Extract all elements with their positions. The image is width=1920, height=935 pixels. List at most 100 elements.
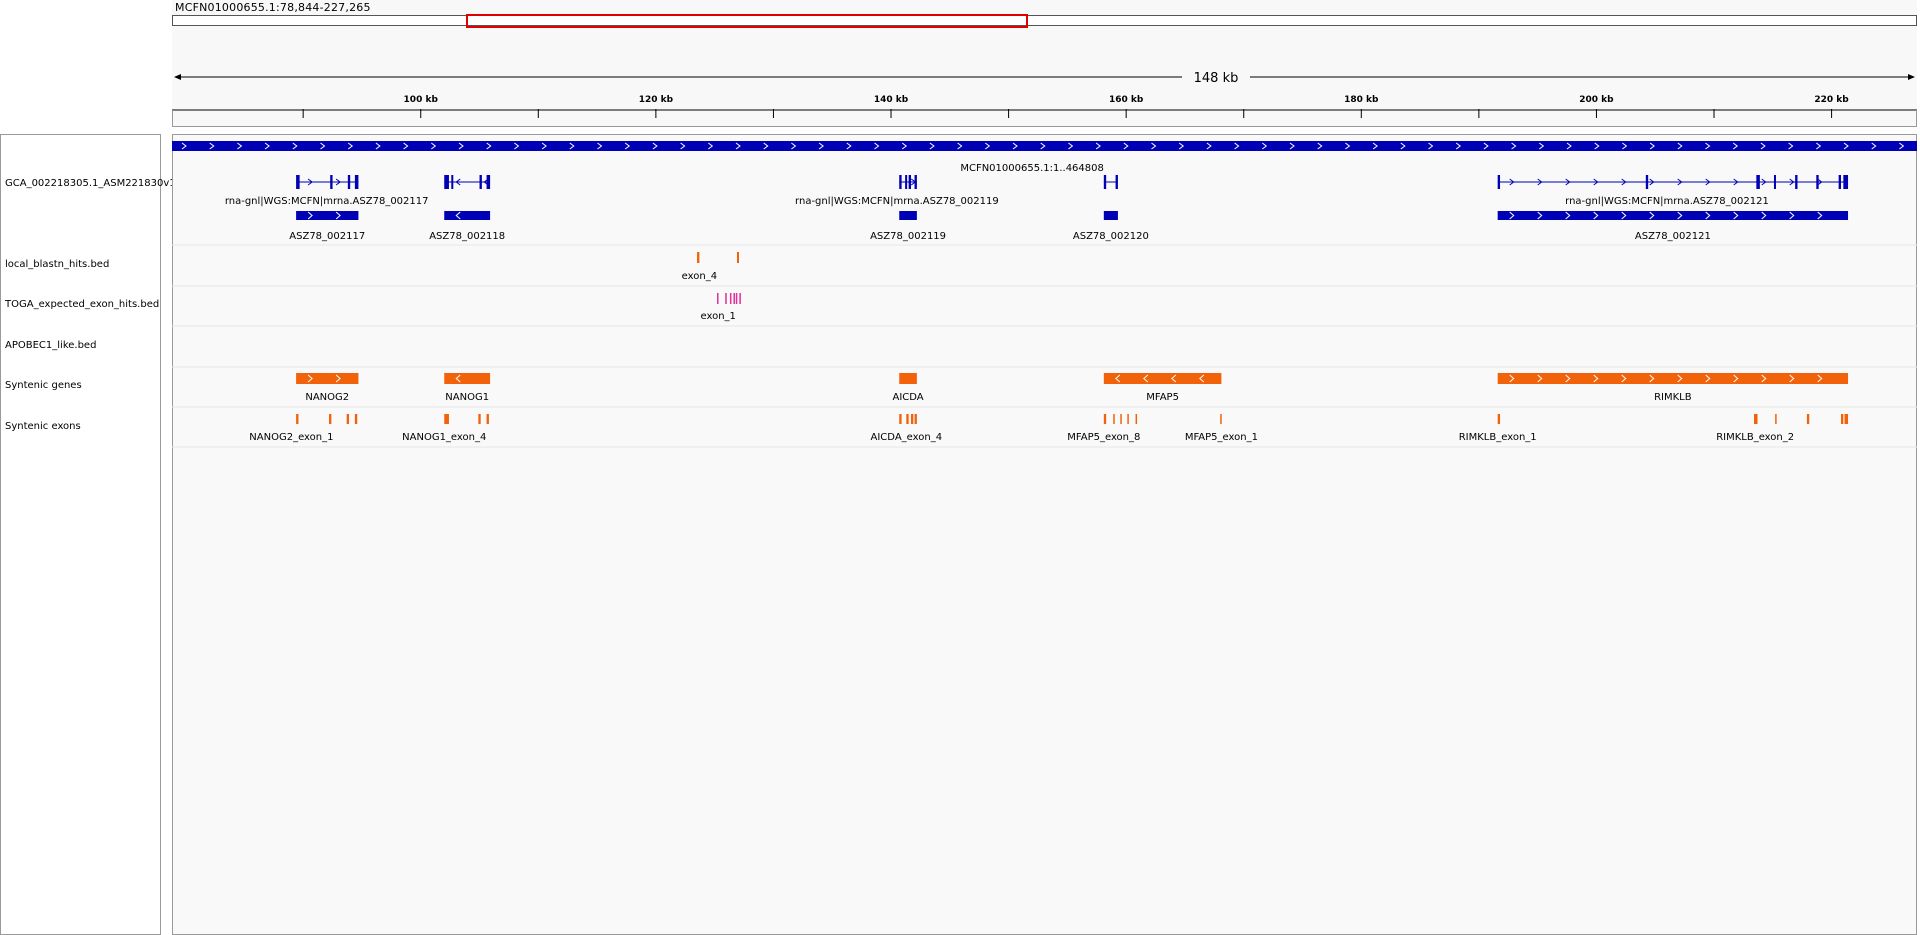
transcript-exon <box>451 175 454 189</box>
transcript-exon <box>908 175 912 189</box>
track-name-syntenic-genes[interactable]: Syntenic genes <box>5 380 82 391</box>
tracks-area[interactable]: MCFN01000655.1:1..464808 rna-gnl|WGS:MCFN… <box>172 134 1917 454</box>
gene-chevron-icon <box>1649 211 1655 220</box>
syntenic-gene-label: NANOG1 <box>445 392 489 403</box>
track-name-panel: GCA_002218305.1_ASM221830v1_genomic.gff … <box>0 134 175 935</box>
syntenic-exon <box>1220 414 1222 424</box>
gff-track-name: GCA_002218305.1_ASM221830v1_genomic.gff <box>5 178 175 189</box>
syntenic-gene-chevron-icon <box>1733 374 1739 383</box>
strand-chevron-icon <box>486 142 492 150</box>
current-view-indicator[interactable] <box>466 14 1028 28</box>
strand-chevron-icon <box>1400 142 1406 150</box>
strand-chevron-icon <box>1816 142 1822 150</box>
syntenic-exon-label: NANOG2_exon_1 <box>249 432 333 443</box>
syntenic-gene <box>1103 373 1222 384</box>
intron-chevron-icon <box>1537 178 1543 186</box>
strand-chevron-icon <box>1012 142 1018 150</box>
strand-chevron-icon <box>403 142 409 150</box>
syntenic-gene-chevron-icon <box>1143 374 1149 383</box>
gene-label: ASZ78_002118 <box>429 231 505 242</box>
span-label: 148 kb <box>1194 71 1239 86</box>
strand-chevron-icon <box>652 142 658 150</box>
transcript-exon <box>1103 175 1107 189</box>
strand-chevron-icon <box>1843 142 1849 150</box>
gene-label: ASZ78_002121 <box>1635 231 1711 242</box>
transcript-exon <box>296 175 300 189</box>
ruler-tick-label: 220 kb <box>1814 95 1849 105</box>
syntenic-exon <box>329 414 332 424</box>
syntenic-exon <box>1840 414 1844 424</box>
ruler-tick-label: 180 kb <box>1344 95 1379 105</box>
syntenic-exon <box>1113 414 1115 424</box>
syntenic-exon-label: MFAP5_exon_1 <box>1185 432 1258 443</box>
toga-hit <box>739 293 741 304</box>
strand-chevron-icon <box>1760 142 1766 150</box>
blastn-hit-label: exon_4 <box>682 271 717 282</box>
syntenic-gene <box>444 373 491 384</box>
gene-feature <box>444 211 491 220</box>
strand-chevron-icon <box>1594 142 1600 150</box>
strand-chevron-icon <box>763 142 769 150</box>
gene-chevron-icon <box>455 211 461 220</box>
strand-chevron-icon <box>264 142 270 150</box>
track-name-blastn[interactable]: local_blastn_hits.bed <box>5 259 110 270</box>
toga-hit <box>733 293 735 304</box>
gene-chevron-icon <box>1677 211 1683 220</box>
syntenic-exon <box>906 414 909 424</box>
transcript-label: rna-gnl|WGS:MCFN|mrna.ASZ78_002117 <box>225 196 429 207</box>
syntenic-exon <box>1775 414 1777 424</box>
strand-chevron-icon <box>237 142 243 150</box>
strand-chevron-icon <box>1483 142 1489 150</box>
gene-feature <box>1497 211 1849 220</box>
span-label-bg <box>1182 69 1250 85</box>
track-name-apobec[interactable]: APOBEC1_like.bed <box>5 340 97 351</box>
strand-chevron-icon <box>1455 142 1462 150</box>
toga-hit <box>717 293 719 304</box>
syntenic-gene-chevron-icon <box>1509 374 1515 383</box>
track-name-syntenic-exons[interactable]: Syntenic exons <box>5 421 81 432</box>
strand-chevron-icon <box>375 142 381 150</box>
syntenic-gene-chevron-icon <box>1199 374 1205 383</box>
strand-chevron-icon <box>1788 142 1794 150</box>
transcript-exon <box>1838 175 1841 189</box>
strand-chevron-icon <box>458 142 464 150</box>
syntenic-gene-chevron-icon <box>455 374 461 383</box>
data-panel[interactable] <box>172 134 1917 935</box>
syntenic-gene-label: MFAP5 <box>1146 392 1179 403</box>
syntenic-gene-chevron-icon <box>1593 374 1599 383</box>
syntenic-gene-label: AICDA <box>892 392 923 403</box>
transcript-exon <box>914 175 917 189</box>
syntenic-exon <box>1135 414 1138 424</box>
syntenic-gene-label: NANOG2 <box>305 392 349 403</box>
intron-chevron-icon <box>335 178 341 186</box>
track-name-gff[interactable]: GCA_002218305.1_ASM221830v1_genomic.gff <box>5 176 175 192</box>
syntenic-exon <box>1103 414 1107 424</box>
syntenic-exon <box>911 414 914 424</box>
strand-chevron-icon <box>1317 142 1323 150</box>
syntenic-gene-chevron-icon <box>1761 374 1767 383</box>
syntenic-exon <box>486 414 489 424</box>
strand-chevron-icon <box>1871 142 1877 150</box>
syntenic-gene-chevron-icon <box>1677 374 1683 383</box>
syntenic-exon <box>346 414 350 424</box>
transcript-exon <box>347 175 351 189</box>
intron-chevron-icon <box>1817 178 1823 186</box>
gene-chevron-icon <box>1789 211 1795 220</box>
region-label: MCFN01000655.1:1..464808 <box>960 163 1104 174</box>
strand-chevron-icon <box>846 142 852 150</box>
intron-chevron-icon <box>1621 178 1627 186</box>
syntenic-gene-chevron-icon <box>1705 374 1711 383</box>
blastn-hit <box>736 252 739 263</box>
gene-chevron-icon <box>335 211 341 220</box>
gene-chevron-icon <box>1621 211 1627 220</box>
syntenic-exon <box>354 414 358 424</box>
ruler-tick-label: 140 kb <box>874 95 909 105</box>
chromosome-ideogram[interactable] <box>172 15 1917 26</box>
strand-chevron-icon <box>1289 142 1295 150</box>
syntenic-gene-chevron-icon <box>1115 374 1121 383</box>
track-name-toga[interactable]: TOGA_expected_exon_hits.bed <box>5 299 160 310</box>
strand-chevron-icon <box>1068 142 1074 150</box>
strand-chevron-icon <box>708 142 714 150</box>
strand-chevron-icon <box>1178 142 1185 150</box>
